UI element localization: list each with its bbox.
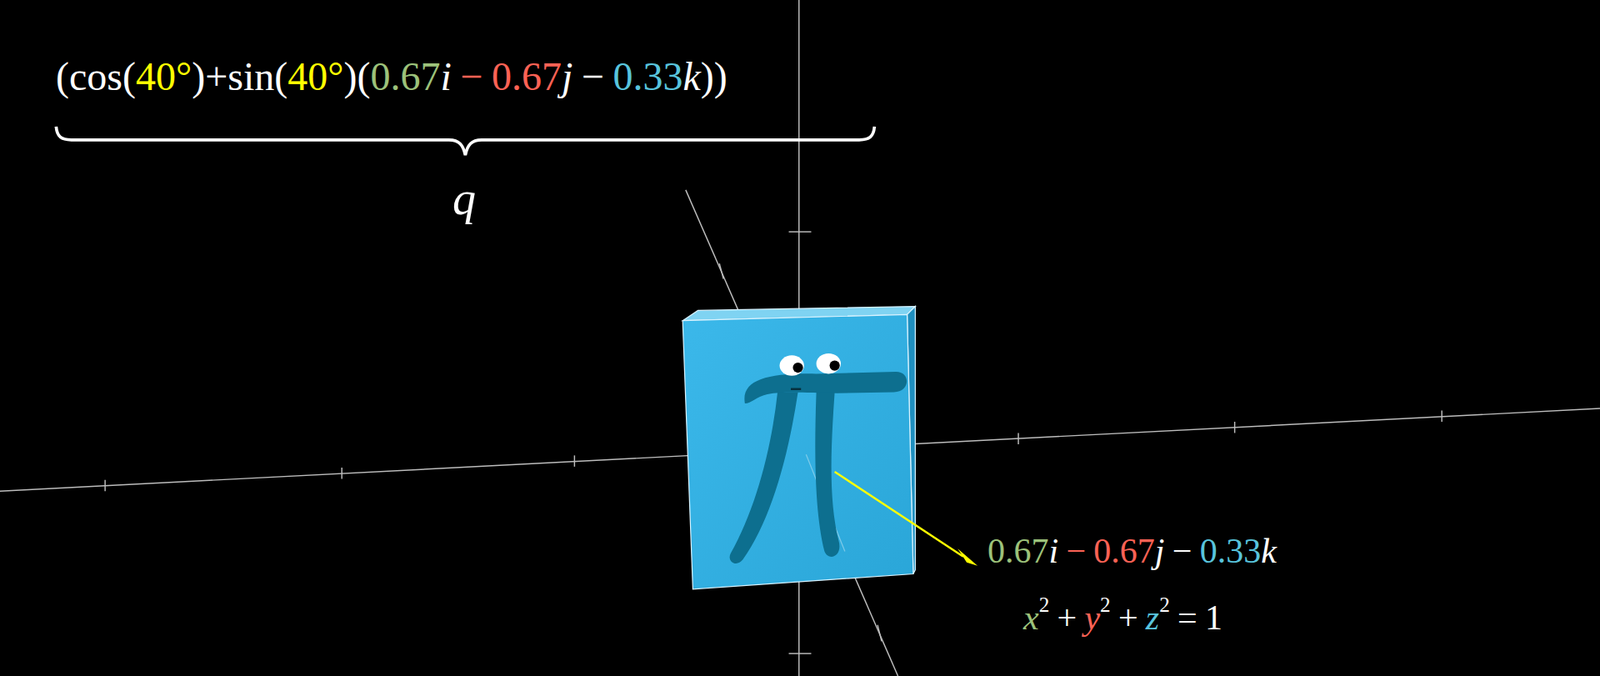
math-text: + <box>1056 596 1077 639</box>
pi-leg <box>730 391 799 564</box>
math-text: 0.67 <box>491 52 562 101</box>
math-text: − <box>1172 530 1193 572</box>
tick <box>789 652 812 654</box>
math-text: (cos( <box>55 52 136 101</box>
tick <box>789 230 812 232</box>
math-text: 2 <box>1159 592 1170 618</box>
tick <box>719 263 724 279</box>
pi-pupil <box>830 360 840 370</box>
math-text: )) <box>700 52 728 101</box>
brace <box>55 126 875 155</box>
block-front <box>682 314 914 590</box>
math-text: − <box>1065 530 1086 572</box>
math-text: + <box>1118 596 1139 639</box>
tick <box>1440 410 1442 421</box>
math-text: 0.67 <box>1093 530 1155 572</box>
arrow-shaft <box>835 471 964 557</box>
math-text: q <box>452 170 476 227</box>
math-text: y <box>1084 596 1100 639</box>
tick <box>104 480 105 491</box>
math-text: 0.33 <box>1200 530 1262 572</box>
axis-vector: 0.67i−0.67j−0.33k <box>984 528 1280 574</box>
math-text: j <box>1155 530 1165 572</box>
math-text: 0.33 <box>612 52 683 101</box>
pi-eye <box>816 353 841 375</box>
pi-pupil <box>792 362 803 373</box>
math-text: )+sin( <box>191 52 288 101</box>
math-text: 1 <box>1205 596 1223 639</box>
axis-arrow <box>835 471 978 566</box>
tick <box>877 625 882 642</box>
quaternion-formula: (cos(40°)+sin(40°)(0.67i−0.67j−0.33k)) <box>52 50 731 103</box>
math-text: 2 <box>1039 592 1050 618</box>
math-text: z <box>1145 596 1160 639</box>
tick <box>1234 421 1235 433</box>
arrow-head <box>957 548 978 565</box>
pi-mouth <box>790 388 801 390</box>
quaternion-name: q <box>449 169 480 229</box>
unit-condition: x2+y2+z2=1 <box>1020 595 1226 640</box>
pi-leg <box>815 391 840 556</box>
math-text: i <box>440 52 451 101</box>
block <box>682 306 915 590</box>
math-text: − <box>581 52 605 101</box>
math-text: − <box>460 52 483 101</box>
pi-eye <box>780 355 805 376</box>
math-text: 2 <box>1100 592 1111 618</box>
tick <box>574 455 575 466</box>
tick <box>340 467 342 479</box>
math-text: 0.67 <box>987 530 1050 572</box>
math-text: 40° <box>135 52 192 101</box>
math-text: 40° <box>287 52 344 101</box>
math-text: k <box>1260 530 1277 572</box>
math-text: 0.67 <box>370 52 440 101</box>
math-text: = <box>1177 596 1198 639</box>
tick <box>1017 432 1019 444</box>
math-text: k <box>682 52 700 101</box>
math-text: )( <box>343 52 370 101</box>
math-text: j <box>561 52 573 101</box>
pi-creature <box>730 353 908 564</box>
math-text: i <box>1049 530 1060 572</box>
math-text: x <box>1023 596 1040 639</box>
